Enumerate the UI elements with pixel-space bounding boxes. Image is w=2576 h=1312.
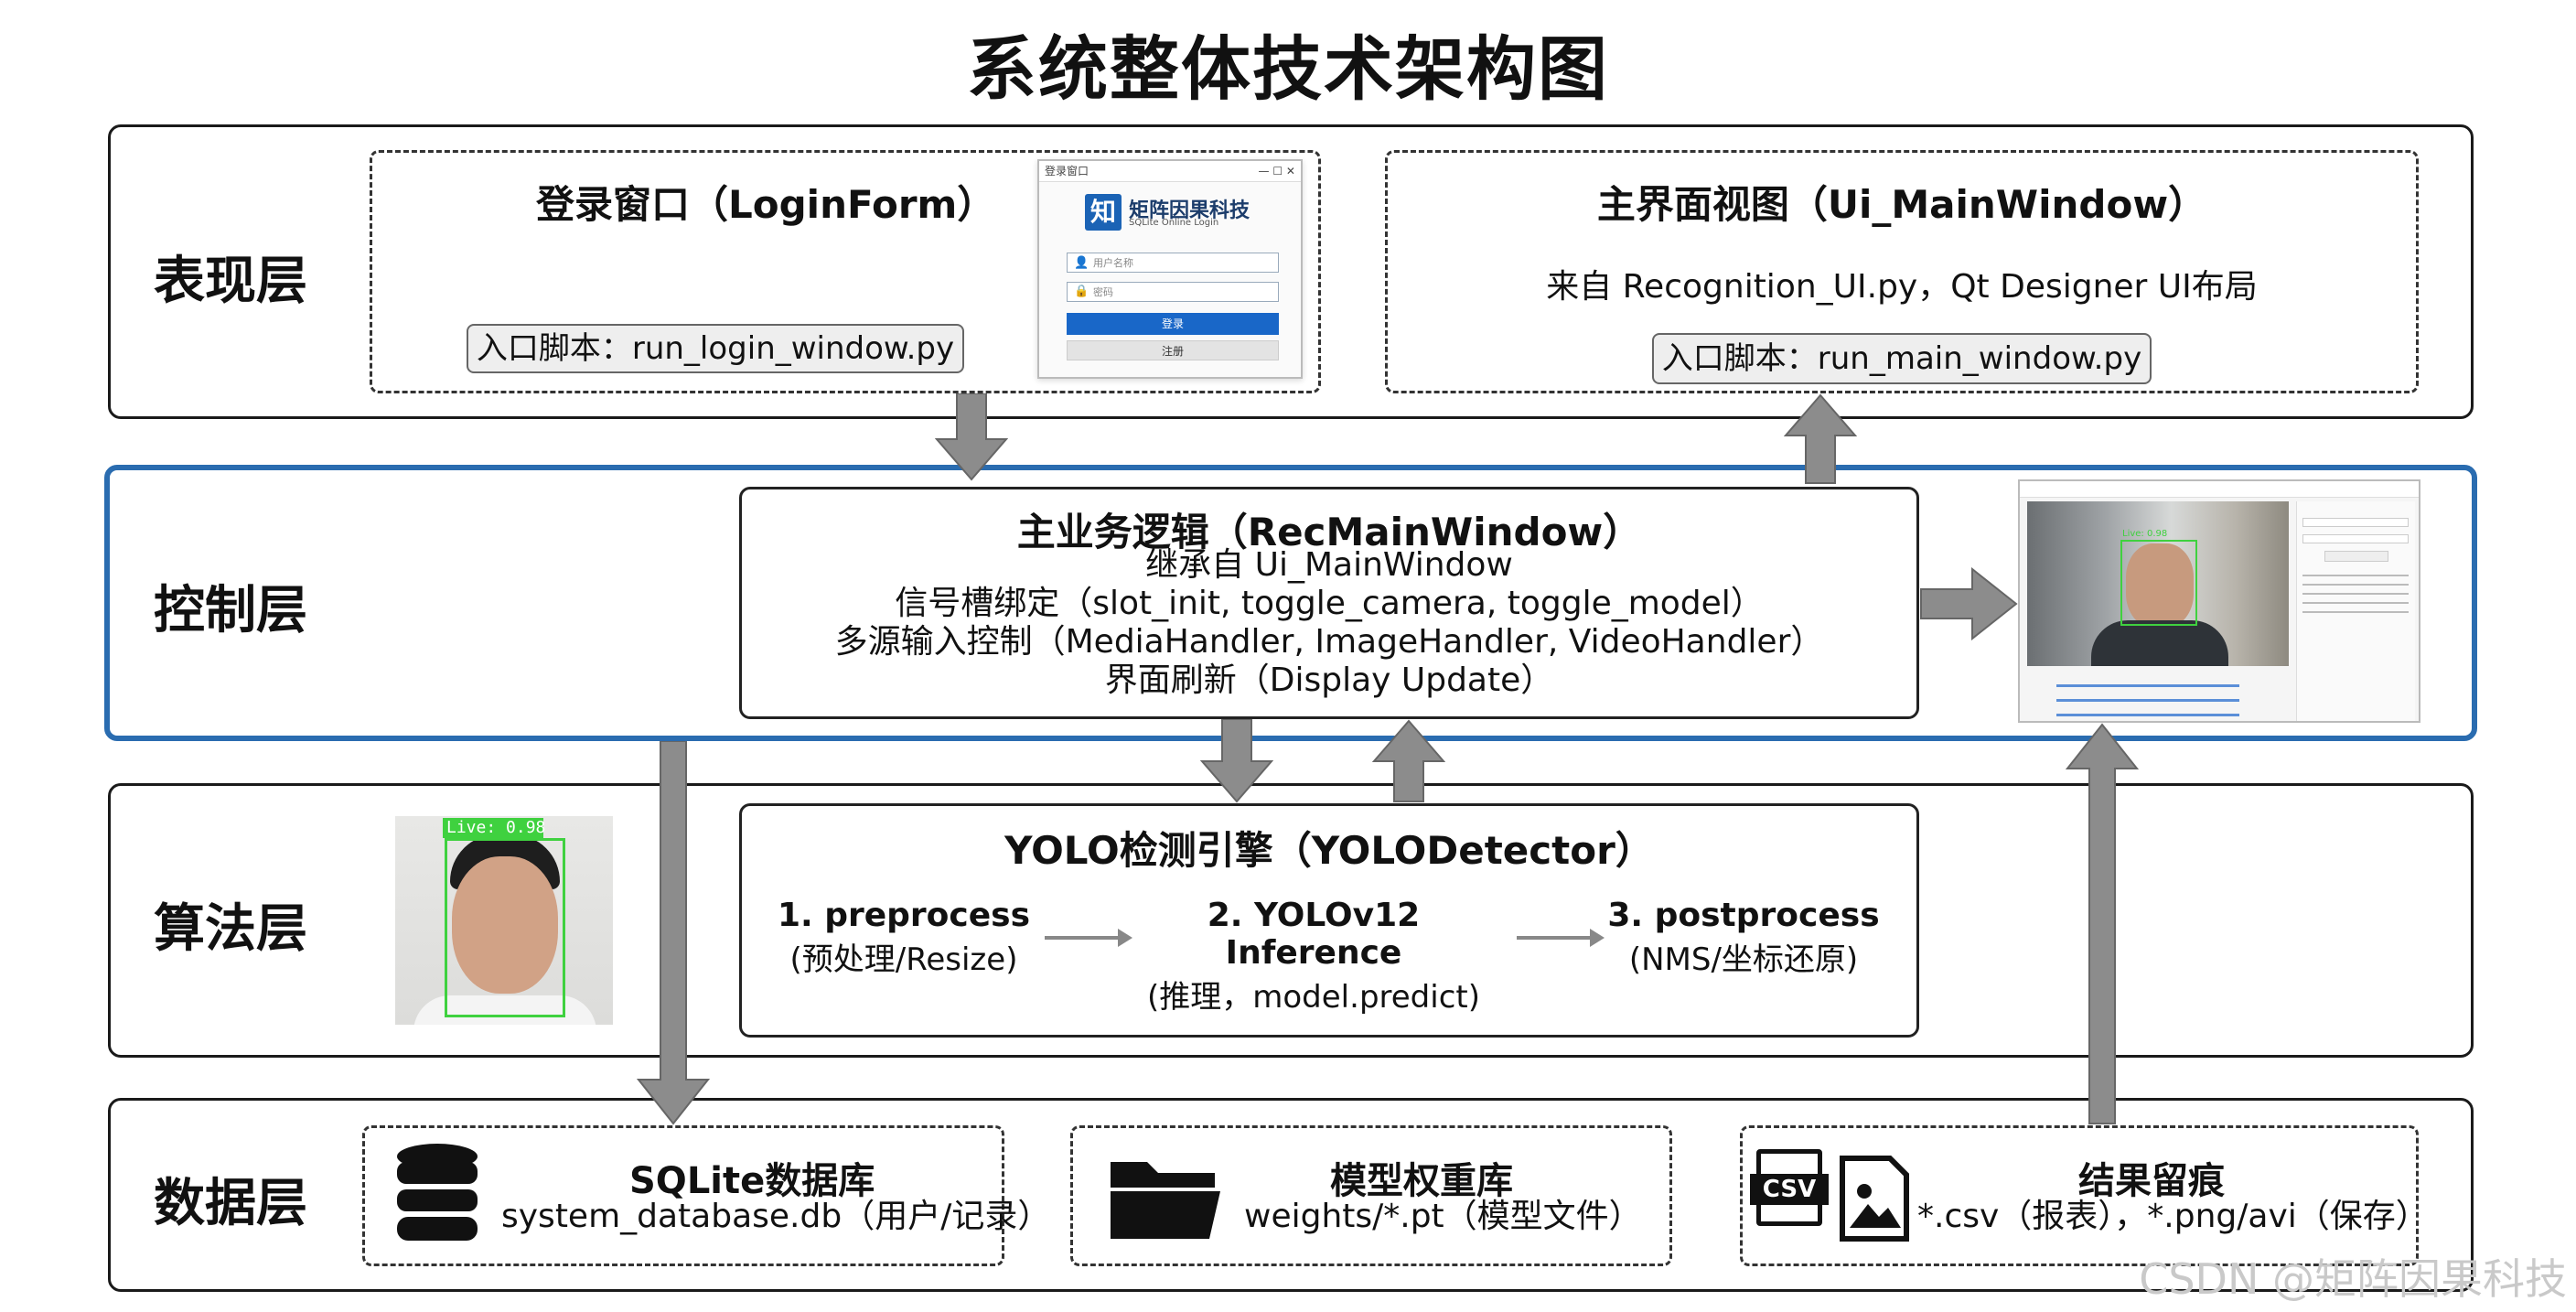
presentation-layer-label: 表现层 <box>154 252 307 311</box>
step-1-desc: (预处理/Resize) <box>789 941 1018 978</box>
person-silhouette <box>2126 543 2194 628</box>
step-arrow-1-icon <box>1045 929 1132 947</box>
face-skin <box>452 856 558 994</box>
control-layer-label: 控制层 <box>154 581 307 640</box>
folder-icon <box>1111 1162 1220 1239</box>
step-2-name: 2. YOLOv12 Inference <box>1207 897 1421 972</box>
results-desc: *.csv（报表），*.png/avi（保存） <box>1917 1198 2429 1235</box>
control-line-4: 界面刷新（Display Update） <box>1104 661 1554 699</box>
thumbnail-slider-1[interactable] <box>2056 684 2239 687</box>
side-button[interactable] <box>2324 551 2388 562</box>
camera-preview: Live: 0.98 <box>2027 501 2289 666</box>
step-inference: 2. YOLOv12 Inference (推理，model.predict) <box>1131 897 1497 1016</box>
arrow-control-to-database-icon <box>637 741 710 1125</box>
control-line-3: 多源输入控制（MediaHandler, ImageHandler, Video… <box>834 623 1824 661</box>
username-input[interactable]: 用户名称 <box>1067 253 1279 273</box>
login-button[interactable]: 登录 <box>1067 313 1279 335</box>
weights-title: 模型权重库 <box>1330 1160 1513 1202</box>
thumbnail-titlebar <box>2020 481 2419 498</box>
login-brand-name: 矩阵因果科技 <box>1129 199 1250 222</box>
step-preprocess: 1. preprocess (预处理/Resize) <box>776 897 1032 979</box>
register-button[interactable]: 注册 <box>1067 340 1279 360</box>
step-1-name: 1. preprocess <box>777 897 1031 934</box>
control-line-1: 继承自 Ui_MainWindow <box>1145 546 1513 584</box>
rec-main-window-title: 主业务逻辑（RecMainWindow） <box>1016 510 1642 554</box>
main-entry-script: 入口脚本：run_main_window.py <box>1652 333 2152 384</box>
yolo-detector-box <box>739 803 1919 1038</box>
step-3-desc: (NMS/坐标还原) <box>1628 941 1859 978</box>
algorithm-layer-label: 算法层 <box>154 899 307 959</box>
step-3-name: 3. postprocess <box>1607 897 1880 934</box>
rec-main-window-box <box>739 487 1919 719</box>
main-window-title: 主界面视图（Ui_MainWindow） <box>1596 182 2207 227</box>
face-crop-image: Live: 0.98 <box>395 816 613 1025</box>
results-title: 结果留痕 <box>2078 1160 2225 1202</box>
control-line-2: 信号槽绑定（slot_init, toggle_camera, toggle_m… <box>895 585 1764 622</box>
image-file-icon <box>1840 1156 1909 1242</box>
login-brand-sub: SQLite Online Login <box>1129 218 1219 228</box>
side-field-2[interactable] <box>2302 534 2409 543</box>
arrow-results-to-control-icon <box>2066 723 2139 1124</box>
user-icon: 👤 <box>1074 256 1089 270</box>
brand-logo-icon: 知 <box>1085 194 1122 231</box>
csv-file-icon: CSV <box>1750 1149 1829 1226</box>
lock-icon: 🔒 <box>1074 285 1089 298</box>
face-crop-label-bg <box>443 818 543 838</box>
watermark: CSDN @矩阵因果科技 <box>2139 1254 2567 1304</box>
face-crop-label: Live: 0.98 <box>446 818 546 837</box>
login-window-title: 登录窗口 <box>1045 165 1089 177</box>
thumbnail-slider-3[interactable] <box>2056 714 2239 716</box>
preview-detection-label: Live: 0.98 <box>2122 529 2168 539</box>
arrow-control-to-algorithm-icon <box>1200 719 1273 803</box>
csv-icon-label: CSV <box>1750 1174 1829 1205</box>
thumbnail-side-panel <box>2296 501 2415 721</box>
main-window-thumbnail: Live: 0.98 <box>2018 479 2420 723</box>
diagram-title: 系统整体技术架构图 <box>967 28 1609 110</box>
side-text-lines <box>2302 575 2409 620</box>
person-body <box>2091 620 2228 666</box>
weights-desc: weights/*.pt（模型文件） <box>1244 1198 1642 1235</box>
sqlite-desc: system_database.db（用户/记录） <box>501 1198 1051 1235</box>
login-form-title: 登录窗口（LoginForm） <box>536 182 996 227</box>
data-layer-label: 数据层 <box>154 1174 307 1233</box>
arrow-login-to-control-icon <box>935 393 1008 481</box>
yolo-detector-title: YOLO检测引擎（YOLODetector） <box>1004 828 1654 873</box>
side-field-1[interactable] <box>2302 518 2409 527</box>
arrow-algorithm-to-control-icon <box>1372 719 1445 802</box>
step-postprocess: 3. postprocess (NMS/坐标还原) <box>1606 897 1881 979</box>
sqlite-title: SQLite数据库 <box>629 1160 875 1202</box>
login-window-thumbnail: 登录窗口 — ☐ ✕ 知 矩阵因果科技 SQLite Online Login 用… <box>1037 159 1303 379</box>
step-2-desc: (推理，model.predict) <box>1147 979 1480 1016</box>
login-window-titlebar: 登录窗口 — ☐ ✕ <box>1039 161 1301 182</box>
step-arrow-2-icon <box>1517 929 1605 947</box>
window-controls-icon: — ☐ ✕ <box>1258 165 1295 177</box>
face-detection-box <box>2120 540 2197 626</box>
face-shirt <box>413 995 596 1025</box>
main-window-source: 来自 Recognition_UI.py，Qt Designer UI布局 <box>1546 268 2258 306</box>
database-icon <box>397 1144 478 1241</box>
arrow-control-to-preview-icon <box>1920 567 2018 640</box>
login-entry-script: 入口脚本：run_login_window.py <box>467 324 964 373</box>
face-crop-detection-box <box>445 838 565 1017</box>
thumbnail-slider-2[interactable] <box>2056 699 2239 702</box>
password-input[interactable]: 密码 <box>1067 282 1279 302</box>
arrow-control-to-main-icon <box>1784 393 1857 484</box>
